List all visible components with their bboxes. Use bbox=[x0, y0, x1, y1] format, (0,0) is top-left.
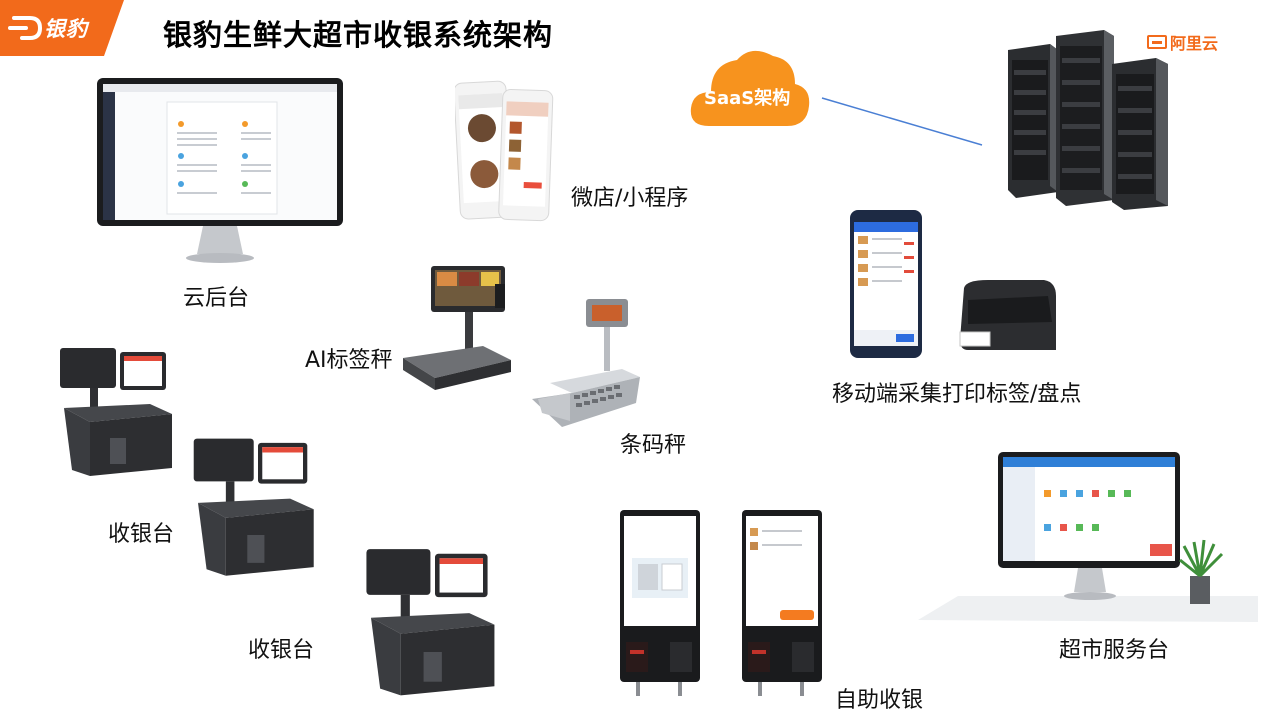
label-pos-1: 收银台 bbox=[108, 522, 175, 547]
pos-terminal-icon bbox=[193, 438, 314, 576]
aliyun-text: 阿里云 bbox=[1170, 34, 1219, 53]
label-mobile-print: 移动端采集打印标签/盘点 bbox=[832, 382, 1082, 407]
label-ai-scale: AI标签秤 bbox=[305, 348, 393, 373]
mobile-terminal-icon bbox=[850, 210, 1056, 358]
label-barcode-scale: 条码秤 bbox=[620, 433, 687, 458]
aliyun-brand: 阿里云 bbox=[1147, 30, 1218, 54]
self-checkout-kiosk-icon bbox=[620, 510, 700, 696]
saas-cloud: SaaS架构 bbox=[687, 40, 813, 132]
server-rack-icon bbox=[1008, 30, 1168, 210]
service-desk-monitor-icon bbox=[918, 452, 1258, 622]
label-cloud-backend: 云后台 bbox=[183, 286, 250, 311]
barcode-scale-icon bbox=[532, 299, 640, 427]
self-checkout-kiosk-icon bbox=[742, 510, 822, 696]
aliyun-logo-icon bbox=[1147, 35, 1167, 49]
label-service-desk: 超市服务台 bbox=[1059, 638, 1170, 663]
cloud-icon bbox=[690, 50, 810, 126]
label-self-checkout: 自助收银 bbox=[835, 688, 924, 713]
pos-terminal-icon bbox=[60, 348, 172, 476]
logo-text: 银豹 bbox=[44, 17, 88, 41]
label-pos-2: 收银台 bbox=[248, 638, 315, 663]
monitor-icon bbox=[97, 78, 343, 263]
label-wechat-store: 微店/小程序 bbox=[571, 186, 689, 211]
ai-scale-icon bbox=[403, 266, 511, 390]
cloud-label: SaaS架构 bbox=[704, 88, 791, 109]
pos-terminal-icon bbox=[366, 549, 495, 696]
page-title: 银豹生鲜大超市收银系统架构 bbox=[163, 18, 554, 52]
smartphone-icon bbox=[455, 80, 554, 222]
brand-logo: 银豹 bbox=[0, 0, 124, 56]
